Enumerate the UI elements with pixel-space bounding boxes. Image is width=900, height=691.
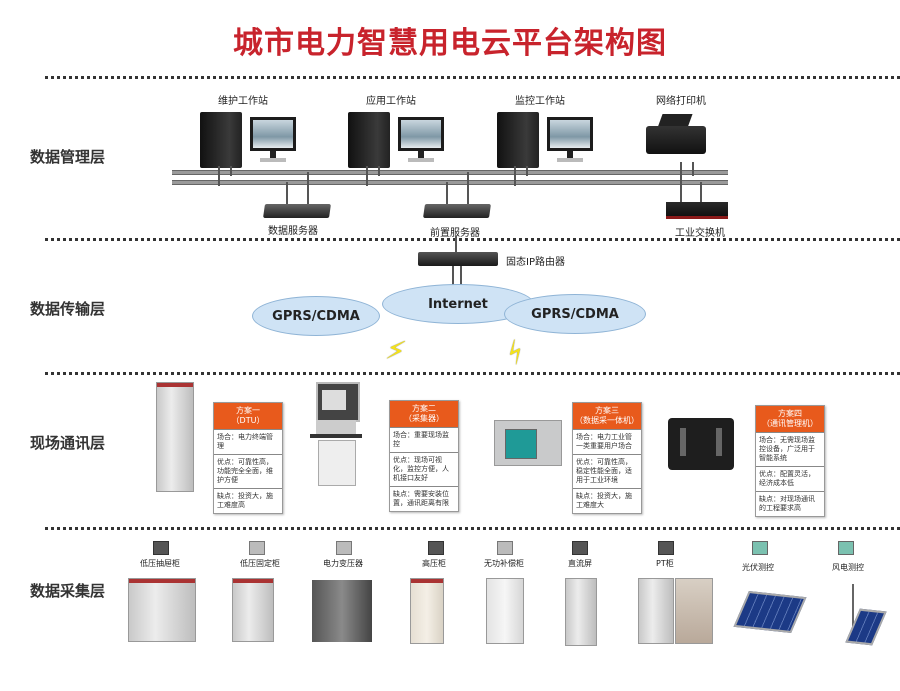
layer-divider [45,527,900,530]
pc-tower-icon [200,112,242,168]
low-voltage-fixed-cabinet [232,578,274,642]
dc-panel [565,578,597,646]
meter-icon [658,541,674,555]
switch-label: 工业交换机 [675,228,725,239]
cloud-label: GPRS/CDMA [531,306,619,322]
integrated-unit [494,420,562,466]
server-label: 数据服务器 [268,226,318,237]
scheme-row: 缺点：需要安装位置，通讯距离有限 [390,486,458,511]
scheme-row: 优点：可靠性高，功能完全全面，维护方便 [214,454,282,488]
scheme-row: 场合：电力工业管一类重要用户场合 [573,429,641,454]
high-voltage-cabinet [410,578,444,644]
cloud-gprs-left: GPRS/CDMA [252,296,380,336]
meter-icon [838,541,854,555]
meter-icon [153,541,169,555]
wind-pole [852,584,854,642]
scheme-header: 方案四（通讯管理机） [756,406,824,432]
scheme-row: 缺点：对现场通讯的工程要求高 [756,491,824,516]
monitor-icon [547,117,593,151]
cloud-gprs-right: GPRS/CDMA [504,294,646,334]
scheme-card: 方案一（DTU） 场合：电力终端管理 优点：可靠性高，功能完全全面，维护方便 缺… [213,402,283,514]
meter-icon [428,541,444,555]
dtu-cabinet [156,382,194,492]
layer-label-collection: 数据采集层 [30,582,106,600]
cloud-label: GPRS/CDMA [272,308,360,324]
low-voltage-drawer-cabinet [128,578,196,642]
device-label: 风电测控 [832,563,864,572]
layer-divider [45,76,900,79]
workstation-label: 维护工作站 [218,96,268,107]
pc-tower-icon [497,112,539,168]
monitor-icon [250,117,296,151]
device-label: 低压抽屉柜 [140,559,180,568]
comm-manager [668,418,734,470]
workstation-label: 应用工作站 [366,96,416,107]
data-server-icon [263,204,331,218]
power-transformer [312,580,372,642]
meter-icon [249,541,265,555]
scheme-card: 方案二（采集器） 场合：重要现场监控 优点：现场可视化，监控方便，人机接口友好 … [389,400,459,512]
diagram-title: 城市电力智慧用电云平台架构图 [233,26,667,61]
scheme-header: 方案三（数据采一体机） [573,403,641,429]
scheme-card: 方案四（通讯管理机） 场合：无需现场监控设备，广泛用于智能系统 优点：配置灵活，… [755,405,825,517]
device-label: 无功补偿柜 [484,559,524,568]
layer-label-field: 现场通讯层 [30,434,106,452]
layer-label-management: 数据管理层 [30,148,106,166]
network-bus [172,180,728,185]
meter-icon [572,541,588,555]
router-label: 固态IP路由器 [506,257,565,268]
device-label: 直流屏 [568,559,592,568]
scheme-row: 优点：配置灵活，经济成本低 [756,466,824,491]
cloud-label: Internet [428,296,488,312]
pc-tower-icon [348,112,390,168]
scheme-header: 方案二（采集器） [390,401,458,427]
scheme-row: 场合：电力终端管理 [214,429,282,454]
monitor-icon [398,117,444,151]
reactive-compensation-cabinet [486,578,524,644]
device-label: 低压固定柜 [240,559,280,568]
meter-icon [752,541,768,555]
industrial-switch-icon [666,202,728,219]
scheme-row: 缺点：投资大，施工难度高 [214,488,282,513]
scheme-row: 优点：现场可视化，监控方便，人机接口友好 [390,452,458,486]
router-icon [418,252,498,266]
meter-icon [497,541,513,555]
network-bus [172,170,728,175]
device-label: 电力变压器 [323,559,363,568]
collector-kiosk [310,382,362,488]
scheme-header: 方案一（DTU） [214,403,282,429]
printer-label: 网络打印机 [656,96,706,107]
scheme-row: 优点：可靠性高，稳定性能全面，适用于工业环境 [573,454,641,488]
device-label: 高压柜 [422,559,446,568]
layer-divider [45,238,900,241]
workstation-label: 监控工作站 [515,96,565,107]
front-server-icon [423,204,491,218]
wireless-bolt-icon: ⚡ [383,332,409,369]
meter-icon [336,541,352,555]
scheme-card: 方案三（数据采一体机） 场合：电力工业管一类重要用户场合 优点：可靠性高，稳定性… [572,402,642,514]
scheme-row: 场合：无需现场监控设备，广泛用于智能系统 [756,432,824,466]
wireless-bolt-icon: ⚡ [497,333,534,372]
scheme-row: 场合：重要现场监控 [390,427,458,452]
layer-label-transmission: 数据传输层 [30,300,106,318]
scheme-row: 缺点：投资大，施工难度大 [573,488,641,513]
pt-cabinet [638,578,674,644]
server-label: 前置服务器 [430,228,480,239]
layer-divider [45,372,900,375]
pt-cabinet-open [675,578,713,644]
device-label: PT柜 [656,559,674,568]
device-label: 光伏测控 [742,563,774,572]
solar-panel [733,590,807,634]
